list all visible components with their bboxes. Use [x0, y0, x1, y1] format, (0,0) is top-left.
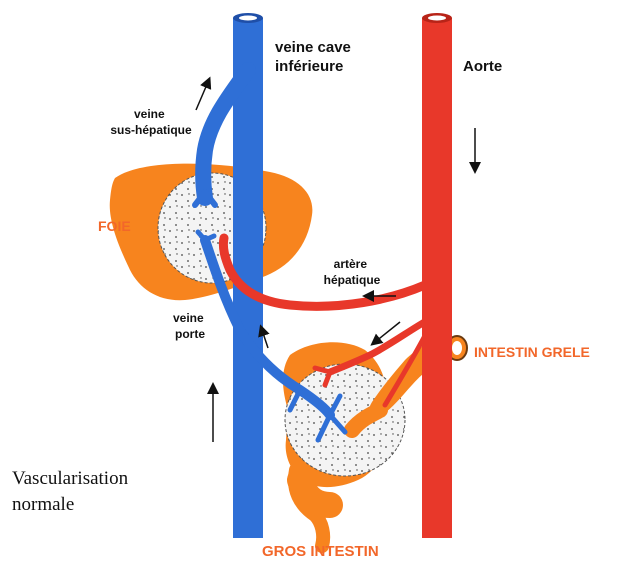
label-large-intestine: GROS INTESTIN: [262, 543, 379, 560]
aorta: [422, 13, 452, 538]
caption-line-1: Vascularisation: [12, 466, 212, 492]
label-hepatic-vein: veine sus-hépatique: [110, 107, 192, 137]
label-hepatic-artery: artère hépatique: [324, 257, 381, 287]
label-portal-vein: veine porte: [173, 311, 207, 341]
arrow-up-hepatic: [196, 82, 208, 110]
caption-line-2: normale: [12, 492, 212, 518]
label-liver: FOIE: [98, 218, 131, 234]
label-aorta: Aorte: [463, 58, 502, 75]
caption: Vascularisation normale: [12, 466, 212, 518]
large-intestine: [283, 342, 405, 546]
label-vena-cava: veine cave inférieure: [275, 39, 355, 75]
label-small-intestine: INTESTIN GRELE: [474, 344, 590, 360]
